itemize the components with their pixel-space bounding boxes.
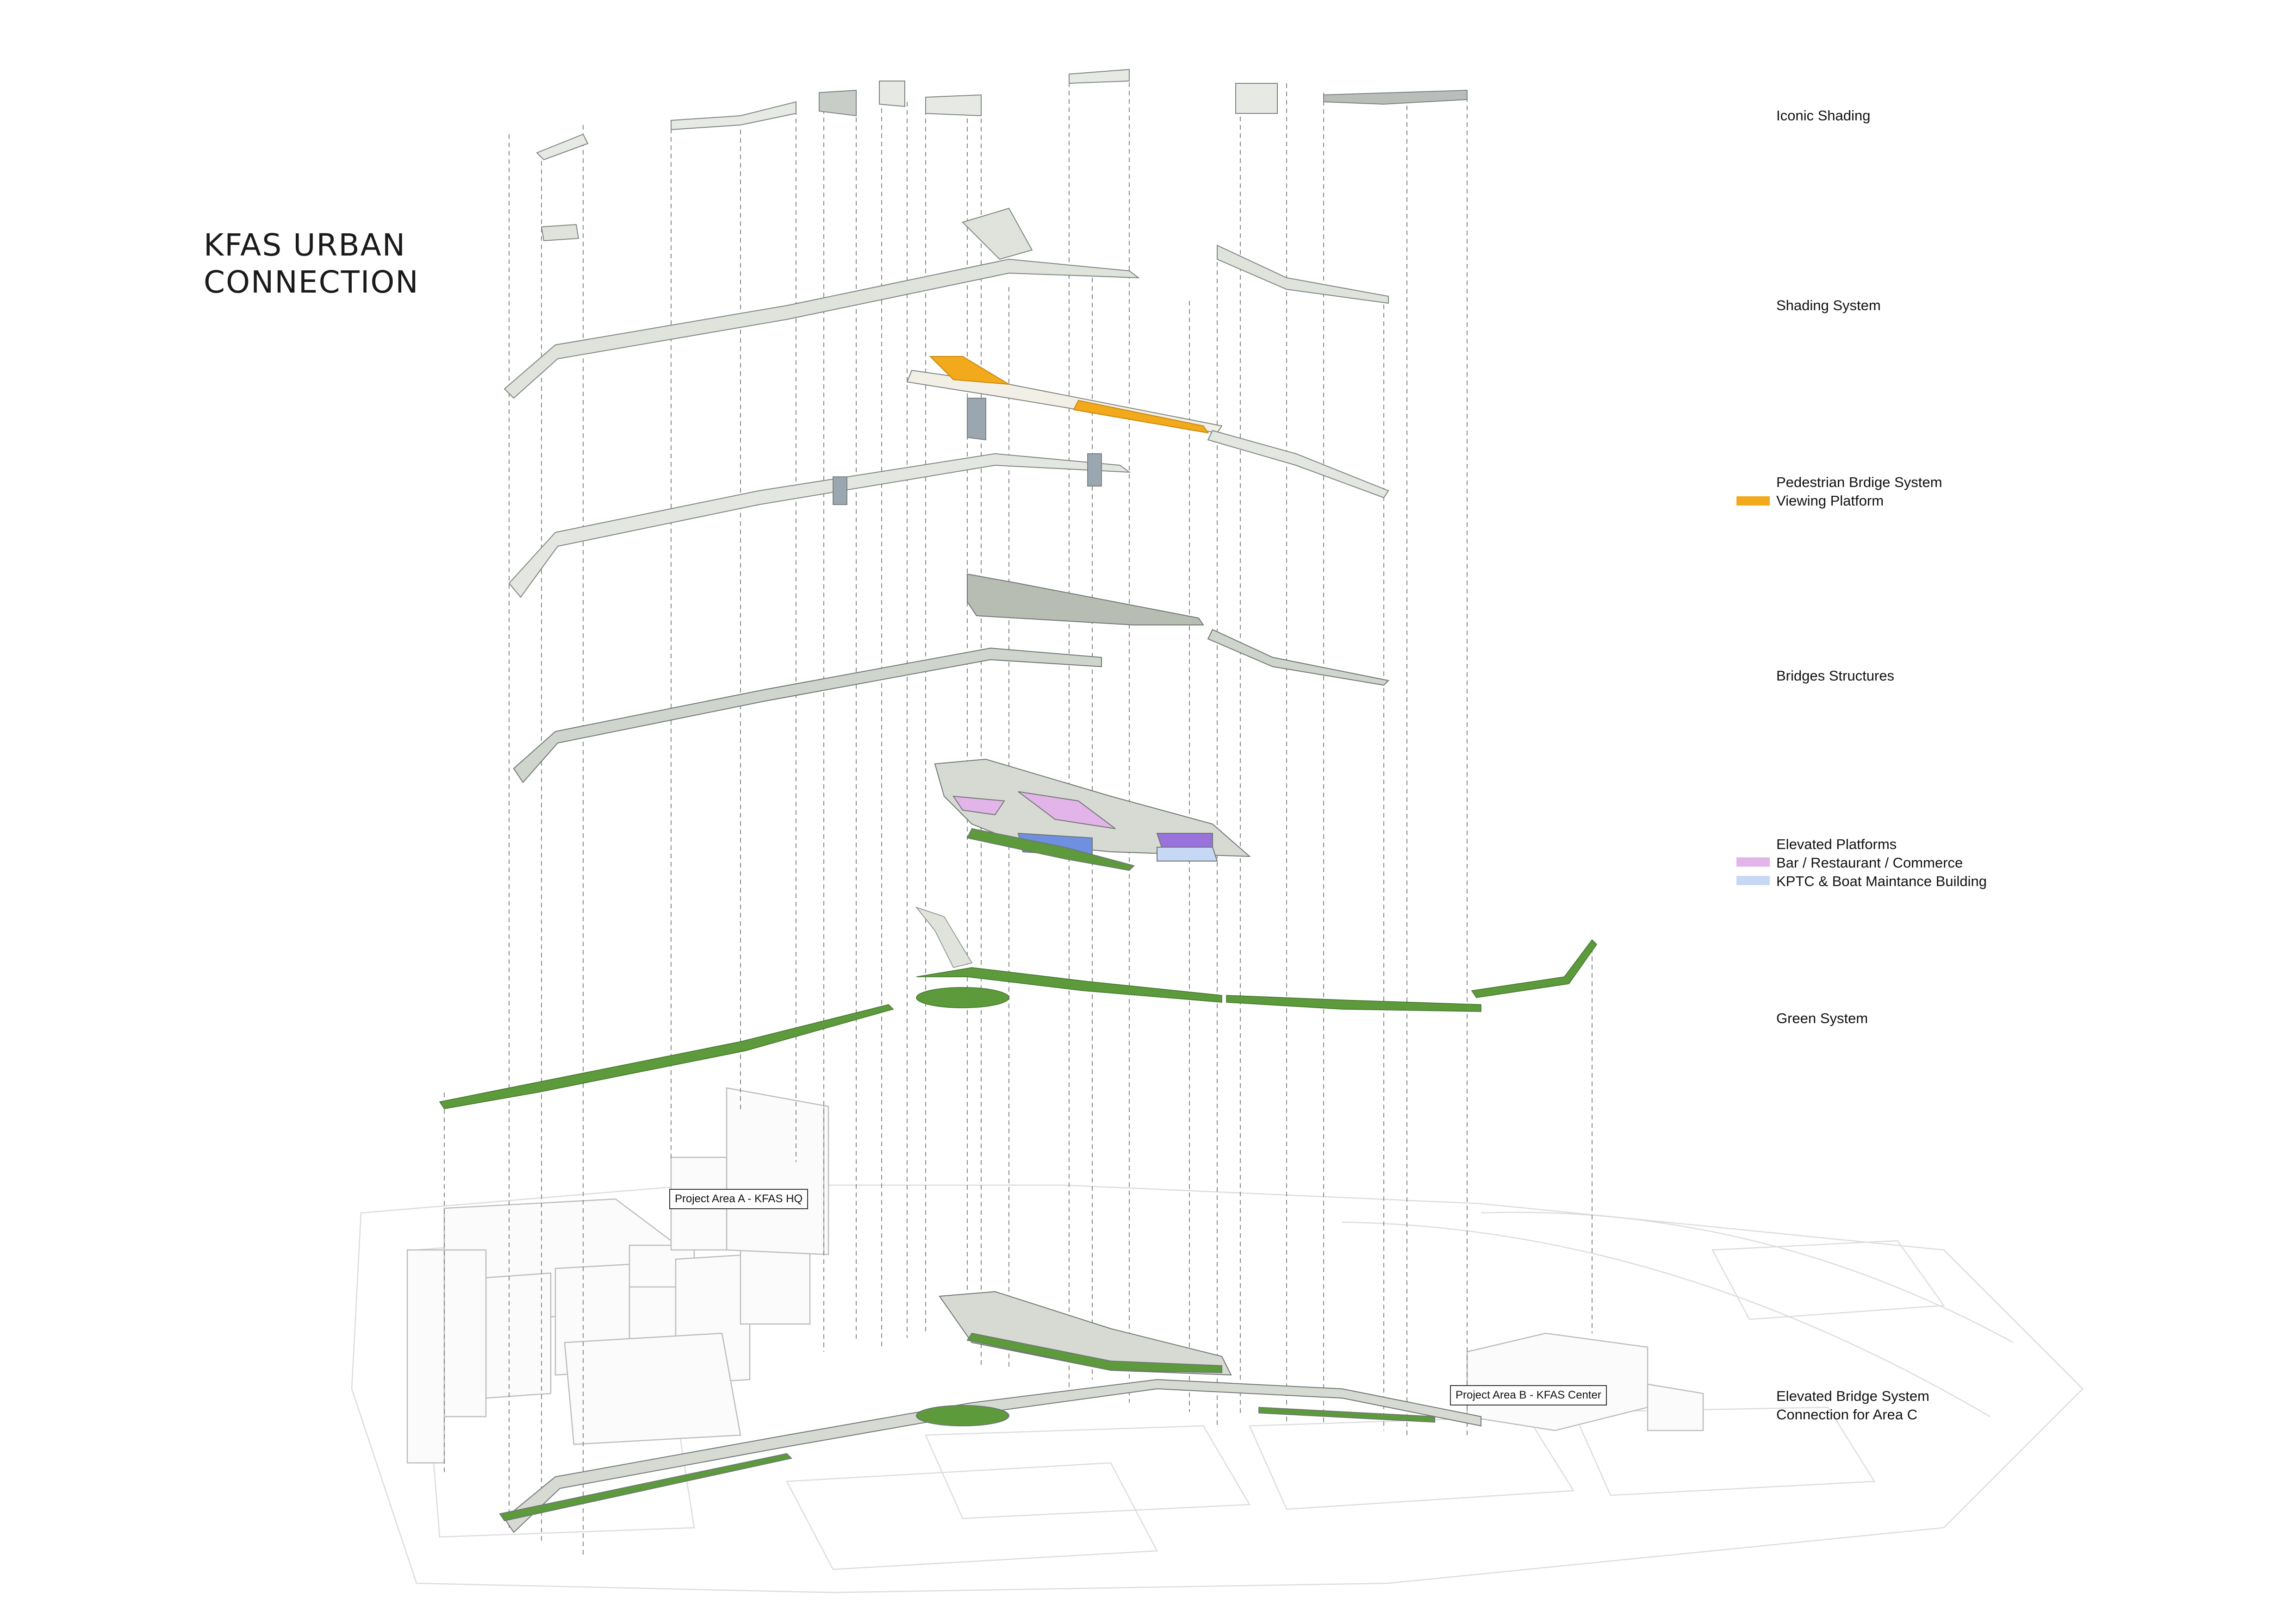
area-a-buildings xyxy=(406,1198,811,1464)
elevated-platforms-layer xyxy=(934,758,1251,871)
legend-iconic-shading: Iconic Shading xyxy=(1776,107,1871,124)
bridges-structures-layer xyxy=(513,573,1390,783)
legend-elevated-platforms: Elevated Platforms xyxy=(1776,836,1897,852)
legend-bridges-structures: Bridges Structures xyxy=(1776,668,1894,684)
project-area-a-tag: Project Area A - KFAS HQ xyxy=(669,1189,809,1209)
iconic-shading-layer xyxy=(536,69,1468,161)
project-area-b-tag: Project Area B - KFAS Center xyxy=(1450,1385,1607,1405)
green-system-layer xyxy=(439,906,1597,1109)
kptc-swatch xyxy=(1736,876,1770,885)
legend-elevated-bridge: Elevated Bridge System xyxy=(1776,1388,1929,1404)
pedestrian-bridge-layer xyxy=(508,369,1389,598)
title-line-2: CONNECTION xyxy=(204,264,419,300)
legend-kptc: KPTC & Boat Maintance Building xyxy=(1776,873,1987,889)
bar-restaurant-swatch xyxy=(1736,857,1770,867)
viewing-platform-swatch xyxy=(1736,496,1770,506)
elevated-bridge-ground-layer xyxy=(499,1291,1481,1533)
diagram-title: KFAS URBAN CONNECTION xyxy=(204,227,419,301)
shading-system-layer xyxy=(504,207,1389,399)
viewing-platform-shapes xyxy=(929,356,1209,434)
title-line-1: KFAS URBAN xyxy=(204,227,406,263)
kfas-center-building xyxy=(1466,1332,1704,1431)
legend-shading-system: Shading System xyxy=(1776,297,1881,313)
vertical-reference-lines xyxy=(444,74,1593,1555)
legend-connection-area-c: Connection for Area C xyxy=(1776,1406,1918,1423)
legend-green-system: Green System xyxy=(1776,1010,1868,1026)
legend-bar-restaurant: Bar / Restaurant / Commerce xyxy=(1776,855,1963,871)
legend-viewing-platform: Viewing Platform xyxy=(1776,493,1884,509)
kfas-hq-tower xyxy=(670,1087,829,1255)
legend-pedestrian-bridge: Pedestrian Brdige System xyxy=(1776,474,1942,490)
